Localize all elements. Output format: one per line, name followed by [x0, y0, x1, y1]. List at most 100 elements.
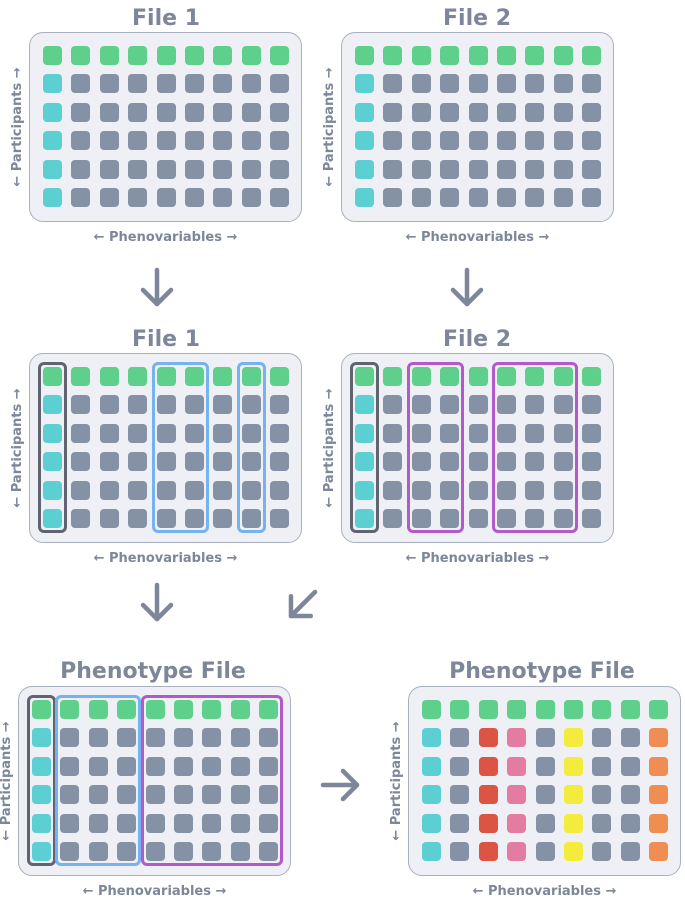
data-cell [440, 102, 460, 122]
data-cell [185, 452, 204, 472]
data-cell [525, 480, 545, 500]
data-cell [241, 395, 261, 415]
participant-id-cell [355, 509, 374, 528]
data-cell [450, 842, 470, 861]
header-cell [422, 700, 441, 719]
data-cell [185, 188, 204, 207]
data-cell [468, 188, 488, 207]
data-cell [270, 509, 290, 528]
data-cell [60, 785, 80, 805]
data-cell [620, 728, 640, 748]
header-cell [71, 367, 91, 386]
participants-axis-label: ← Participants → [10, 388, 25, 508]
data-cell [145, 813, 165, 833]
data-cell [582, 452, 602, 472]
data-cell [478, 842, 498, 861]
participants-axis-label: ← Participants → [322, 67, 337, 187]
data-cell [185, 102, 204, 122]
data-cell [174, 728, 193, 748]
data-cell [582, 395, 602, 415]
data-cell [128, 509, 148, 528]
data-cell [156, 188, 176, 207]
data-cell [564, 842, 583, 861]
data-cell [553, 480, 573, 500]
data-cell [99, 423, 119, 443]
participant-id-cell [422, 756, 441, 776]
data-cell [60, 813, 80, 833]
data-cell [99, 452, 119, 472]
data-cell [117, 842, 137, 861]
data-cell [156, 480, 176, 500]
data-cell [185, 131, 204, 151]
header-cell [468, 46, 488, 65]
data-cell [553, 131, 573, 151]
data-cell [270, 480, 290, 500]
header-cell [450, 700, 470, 719]
data-cell [156, 74, 176, 94]
data-cell [128, 131, 148, 151]
participants-axis-label: ← Participants → [0, 721, 14, 841]
data-cell [525, 452, 545, 472]
header-cell [99, 367, 119, 386]
data-cell [620, 756, 640, 776]
data-cell [383, 188, 403, 207]
data-cell [213, 131, 233, 151]
data-cell [213, 423, 233, 443]
participant-id-cell [355, 102, 374, 122]
column-bracket-id [27, 695, 56, 866]
data-cell [525, 188, 545, 207]
phenovariables-axis-label: ← Phenovariables → [405, 230, 550, 245]
data-cell [185, 74, 204, 94]
data-cell [525, 131, 545, 151]
data-cell [553, 423, 573, 443]
header-cell [241, 46, 261, 65]
data-cell [88, 756, 108, 776]
participant-id-cell [43, 74, 62, 94]
data-cell [213, 74, 233, 94]
data-cell [202, 785, 222, 805]
data-cell [564, 728, 583, 748]
data-cell [468, 102, 488, 122]
column-bracket-file2 [492, 362, 578, 533]
panel-title-s3-1: Phenotype File [60, 659, 246, 684]
data-cell [71, 480, 91, 500]
data-cell [497, 509, 516, 528]
data-cell [99, 102, 119, 122]
data-cell [411, 74, 431, 94]
participant-id-cell [32, 813, 51, 833]
header-cell [535, 700, 555, 719]
data-cell [270, 395, 290, 415]
participant-id-cell [422, 785, 441, 805]
data-cell [497, 74, 516, 94]
data-cell [88, 785, 108, 805]
data-cell [185, 159, 204, 179]
phenovariables-axis-label: ← Phenovariables → [93, 230, 238, 245]
data-cell [525, 159, 545, 179]
header-cell [507, 700, 527, 719]
data-cell [117, 813, 137, 833]
data-cell [71, 509, 91, 528]
header-cell [497, 46, 516, 65]
data-cell [156, 509, 176, 528]
data-cell [582, 509, 602, 528]
data-cell [202, 728, 222, 748]
data-cell [88, 728, 108, 748]
data-cell [468, 131, 488, 151]
data-cell [71, 131, 91, 151]
data-cell [478, 813, 498, 833]
participant-id-cell [422, 813, 441, 833]
data-cell [71, 74, 91, 94]
participants-axis-label: ← Participants → [10, 67, 25, 187]
data-cell [60, 756, 80, 776]
data-cell [497, 159, 516, 179]
data-cell [592, 756, 612, 776]
header-cell [230, 700, 250, 719]
data-cell [553, 509, 573, 528]
data-cell [270, 423, 290, 443]
header-cell [43, 367, 62, 386]
column-bracket-file2 [406, 362, 465, 533]
data-cell [156, 102, 176, 122]
data-cell [99, 480, 119, 500]
data-cell [99, 131, 119, 151]
participant-id-cell [355, 74, 374, 94]
